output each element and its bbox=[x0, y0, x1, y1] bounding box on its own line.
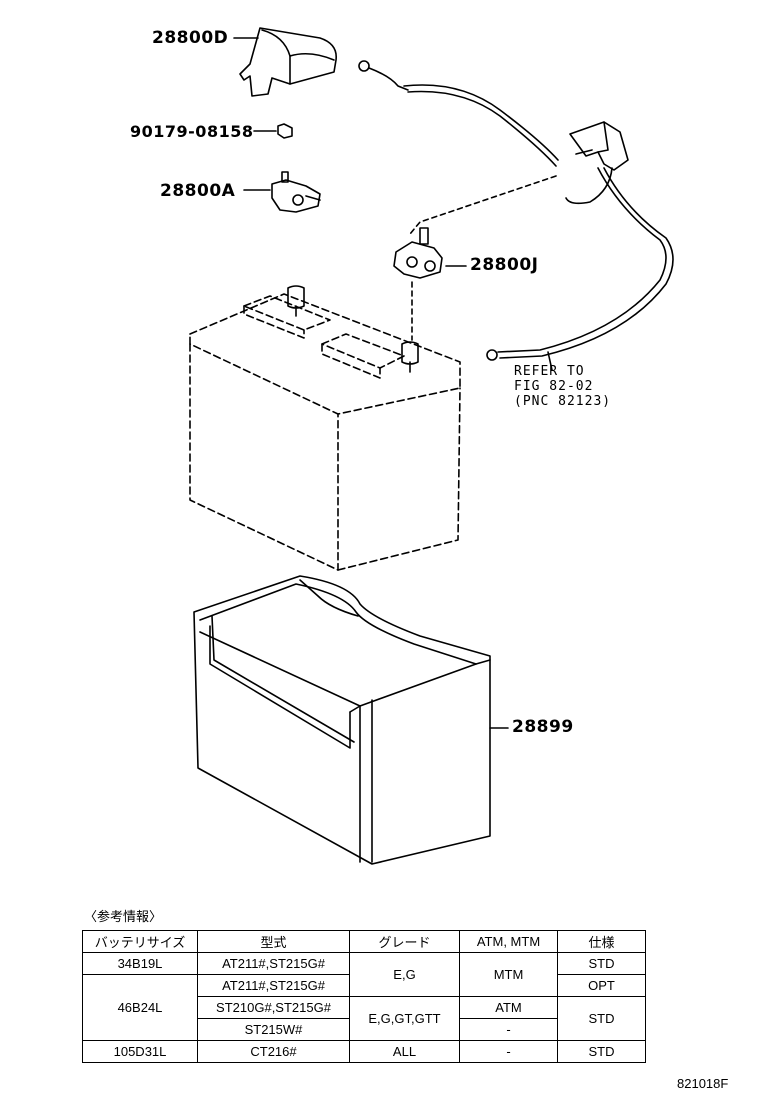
model-cell: ST215W# bbox=[197, 1018, 350, 1041]
transmission-cell: - bbox=[459, 1040, 558, 1063]
refer-line-2: FIG 82-02 bbox=[514, 379, 594, 394]
refer-line-3: (PNC 82123) bbox=[514, 394, 612, 409]
transmission-cell: ATM bbox=[459, 996, 558, 1019]
header-transmission: ATM, MTM bbox=[459, 930, 558, 953]
positive-cable-drawing bbox=[403, 84, 674, 371]
negative-terminal-drawing bbox=[393, 227, 467, 341]
battery-size-cell: 34B19L bbox=[82, 952, 198, 975]
model-cell: ST210G#,ST215G# bbox=[197, 996, 350, 1019]
model-cell: AT211#,ST215G# bbox=[197, 952, 350, 975]
spec-cell: OPT bbox=[557, 974, 646, 997]
part-number-positive-terminal: 28800A bbox=[160, 181, 236, 201]
part-number-tray: 28899 bbox=[512, 717, 574, 737]
table-row: 105D31L CT216# ALL - STD bbox=[82, 1040, 646, 1063]
part-number-negative-terminal: 28800J bbox=[470, 255, 539, 275]
table-header-row: バッテリサイズ 型式 グレード ATM, MTM 仕様 bbox=[82, 930, 646, 953]
header-battery-size: バッテリサイズ bbox=[82, 930, 198, 953]
part-number-cover: 28800D bbox=[152, 28, 229, 48]
refer-line-1: REFER TO bbox=[514, 364, 585, 379]
grade-cell: E,G,GT,GTT bbox=[349, 996, 460, 1041]
cable-routing-dashed-line bbox=[409, 175, 557, 235]
header-spec: 仕様 bbox=[557, 930, 646, 953]
transmission-cell: - bbox=[459, 1018, 558, 1041]
nut-drawing bbox=[253, 123, 293, 139]
parts-diagram bbox=[189, 27, 674, 865]
battery-drawing bbox=[189, 293, 461, 571]
battery-size-cell: 105D31L bbox=[82, 1040, 198, 1063]
header-grade: グレード bbox=[349, 930, 460, 953]
model-cell: CT216# bbox=[197, 1040, 350, 1063]
battery-posts-drawing bbox=[287, 285, 419, 373]
spec-cell: STD bbox=[557, 952, 646, 975]
grade-cell: E,G bbox=[349, 952, 460, 997]
table-row: 34B19L AT211#,ST215G# E,G MTM STD bbox=[82, 952, 646, 997]
reference-info-title: 〈参考情報〉 bbox=[84, 910, 163, 925]
table-row: ST215W# - bbox=[83, 1018, 646, 1041]
diagram-code: 821018F bbox=[677, 1076, 729, 1091]
battery-size-cell: 46B24L bbox=[82, 974, 198, 1041]
battery-tray-drawing bbox=[193, 575, 509, 865]
part-number-nut: 90179-08158 bbox=[130, 122, 254, 141]
positive-terminal-drawing bbox=[243, 171, 321, 213]
header-model: 型式 bbox=[197, 930, 350, 953]
model-cell: AT211#,ST215G# bbox=[197, 974, 350, 997]
battery-spec-table: バッテリサイズ 型式 グレード ATM, MTM 仕様 34B19L AT211… bbox=[82, 930, 646, 1063]
spec-cell: STD bbox=[557, 996, 646, 1041]
transmission-cell: MTM bbox=[459, 952, 558, 997]
spec-cell: STD bbox=[557, 1040, 646, 1063]
table-row: ST210G#,ST215G# E,G,GT,GTT ATM STD bbox=[83, 996, 646, 1041]
terminal-cover-drawing bbox=[233, 27, 409, 97]
grade-cell: ALL bbox=[349, 1040, 460, 1063]
